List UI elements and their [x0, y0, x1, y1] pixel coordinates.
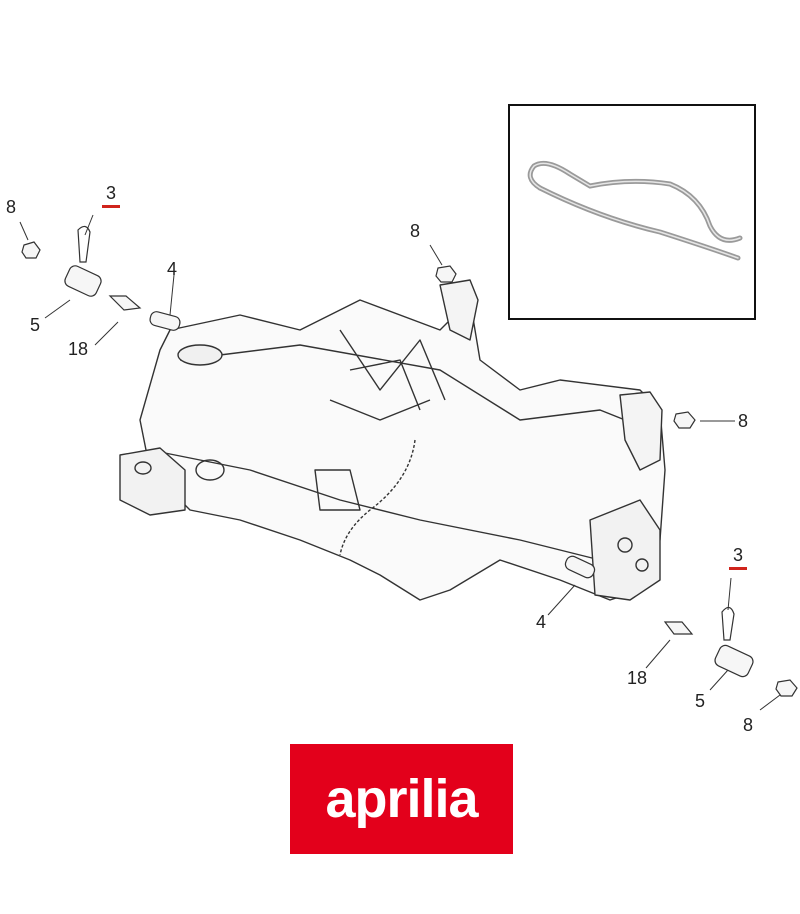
callout-bushing-top: 5 [30, 315, 41, 335]
callout-nut-top-left: 8 [6, 197, 17, 217]
frame-body [139, 299, 666, 601]
aprilia-logo: aprilia [290, 744, 513, 854]
pin-bottom [564, 555, 596, 579]
callout-screw-top: 18 [68, 339, 89, 359]
nut-top-center [435, 265, 457, 283]
frame-lattice [329, 329, 446, 421]
head-tube [177, 344, 223, 366]
screw-bottom [663, 621, 694, 635]
highlight-clip-top [102, 205, 120, 208]
screw-top [108, 295, 142, 311]
callout-nut-top-center: 8 [410, 221, 421, 241]
bushing-bottom [714, 644, 754, 678]
callout-bushing-bottom: 5 [695, 691, 706, 711]
callout-nut-bottom-right: 8 [743, 715, 754, 735]
bushing-top [64, 265, 102, 297]
weld-seam [339, 439, 416, 556]
right-pivot-plate [589, 499, 661, 601]
callout-clip-bottom: 3 [733, 545, 744, 565]
frame-lower-spar [149, 449, 601, 561]
r-clip-top [77, 225, 91, 263]
callout-nut-right: 8 [738, 411, 749, 431]
r-clip-detail-drawing [527, 160, 743, 261]
callout-pin-bottom: 4 [536, 612, 547, 632]
callout-pin-top: 4 [167, 259, 178, 279]
right-bracket [619, 391, 663, 471]
highlight-clip-bottom [729, 567, 747, 570]
nut-top-left [21, 241, 41, 259]
frame-upper-spar [179, 344, 651, 431]
nut-bottom-right [775, 679, 798, 697]
top-bracket [439, 279, 479, 341]
clip-detail-inset [508, 104, 756, 320]
aprilia-logo-text: aprilia [325, 769, 478, 829]
callout-screw-bottom: 18 [627, 668, 648, 688]
r-clip-bottom [721, 606, 735, 641]
pin-top [149, 311, 181, 331]
nut-right [673, 411, 696, 429]
callout-clip-top: 3 [106, 183, 117, 203]
